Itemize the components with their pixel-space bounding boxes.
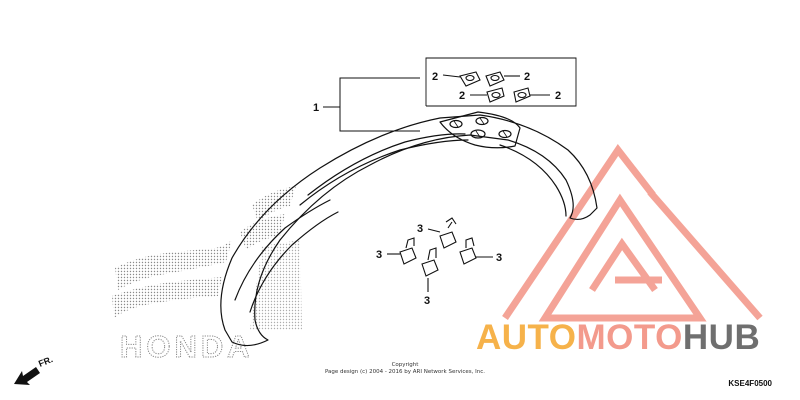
copyright-line-2: Page design (c) 2004 - 2016 by ARI Netwo…: [324, 369, 486, 375]
fender-ridge-1: [299, 139, 469, 206]
mount-hole-3: [470, 129, 486, 139]
fender-outline: [220, 114, 598, 347]
clip-nut-3: [486, 87, 505, 103]
mount-hole-4: [498, 129, 512, 139]
bolt-bottom: [421, 247, 439, 292]
callout-bracket: [323, 57, 577, 132]
diagram-code: KSE4F0500: [728, 379, 772, 388]
fender-inner-edge: [499, 144, 567, 217]
clip-nut-1: [459, 71, 481, 87]
bolt-right: [459, 237, 493, 265]
callout-bolt-bottom: 3: [424, 295, 430, 307]
watermark-hub: HUB: [682, 318, 761, 357]
forward-direction-indicator: FR.: [14, 354, 54, 385]
fender-ridge-3: [234, 199, 331, 301]
callout-clip-c: 2: [459, 90, 465, 102]
bolt-top: [427, 217, 457, 249]
callout-fender: 1: [313, 102, 319, 114]
callout-clip-b: 2: [524, 71, 530, 83]
fender-ridge-4: [249, 211, 339, 313]
copyright-notice: Copyright Page design (c) 2004 - 2016 by…: [300, 362, 510, 376]
clip-group-box: [426, 58, 576, 106]
clip-nuts: [442, 71, 550, 103]
copyright-line-1: Copyright: [391, 362, 419, 368]
watermark-auto: AUTO: [476, 318, 577, 357]
callout-clip-d: 2: [555, 90, 561, 102]
watermark-moto: MOTO: [576, 318, 683, 357]
clip-nut-2: [485, 71, 505, 87]
mount-hole-2: [475, 116, 489, 126]
mount-hole-1: [449, 119, 463, 129]
watermark-brand-text: AUTOMOTOHUB: [476, 318, 760, 358]
forward-arrow-icon: [14, 367, 40, 385]
forward-label: FR.: [37, 354, 54, 369]
bolt-left: [387, 237, 417, 265]
callout-bolt-top: 3: [417, 223, 423, 235]
fender-mount-plate: [439, 111, 521, 149]
bolts: [387, 217, 493, 292]
front-fender: [220, 111, 598, 347]
callout-bolt-right: 3: [496, 252, 502, 264]
clip-nut-4: [513, 87, 531, 103]
watermark-triangle-logo: [502, 144, 763, 322]
callout-clip-a: 2: [432, 71, 438, 83]
honda-logo-text: HONDA: [120, 329, 254, 364]
callout-bolt-left: 3: [376, 249, 382, 261]
fender-ridge-2: [307, 133, 466, 196]
honda-wing-logo: [112, 186, 302, 330]
